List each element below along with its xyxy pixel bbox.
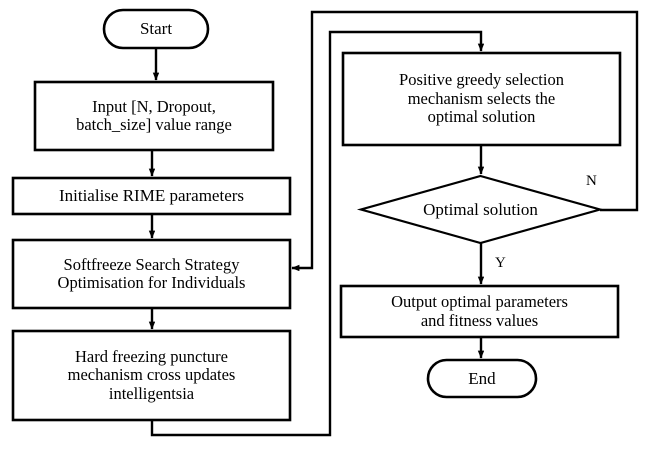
- node-layer: [11, 8, 622, 422]
- node-end: [426, 358, 538, 399]
- node-init: [11, 176, 292, 216]
- node-greedy: [341, 51, 622, 147]
- node-input: [33, 80, 275, 152]
- node-start: [102, 8, 210, 50]
- node-output: [339, 284, 620, 339]
- edge-layer: [148, 10, 639, 437]
- node-decision: [356, 174, 605, 245]
- node-hardfreeze: [11, 329, 292, 422]
- edge-hardfreeze-to-greedy: [150, 30, 485, 437]
- node-softfreeze: [11, 238, 292, 310]
- edge-decision-no-to-softfreeze: [291, 10, 639, 272]
